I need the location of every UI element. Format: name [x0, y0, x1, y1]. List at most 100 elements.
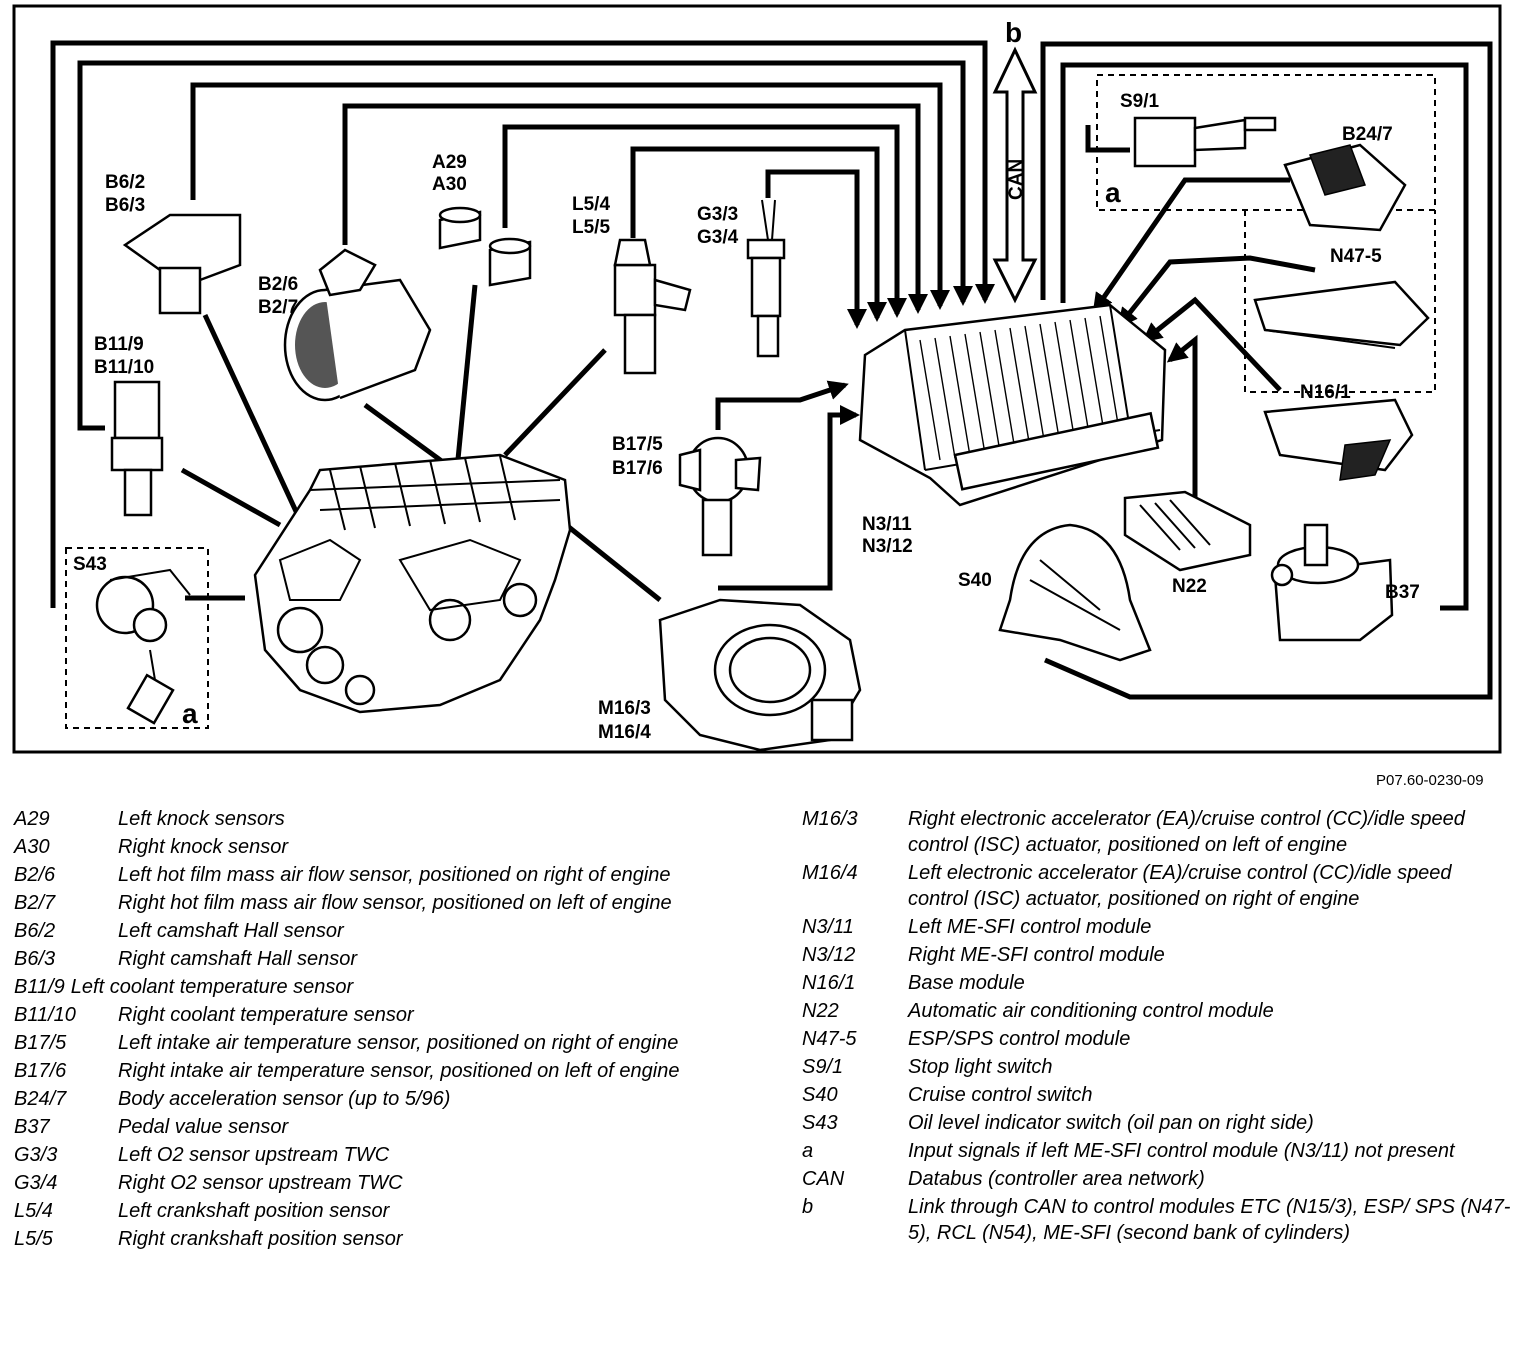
- legend-code: G3/3: [14, 1144, 58, 1166]
- label-a30: A30: [432, 174, 467, 195]
- legend-description: ESP/SPS control module: [908, 1028, 1131, 1050]
- throttle-actuator: [658, 598, 862, 752]
- diagram-frame: [12, 4, 1502, 754]
- label-n47-5: N47-5: [1330, 246, 1382, 267]
- legend-description: Right coolant temperature sensor: [118, 1004, 414, 1026]
- engine-block: [253, 453, 572, 714]
- legend-code: B2/6: [14, 864, 56, 886]
- legend-code: L5/4: [14, 1200, 53, 1222]
- oil-level-switch: [95, 568, 191, 725]
- legend-code: B6/3: [14, 948, 56, 970]
- legend-description: Oil level indicator switch (oil pan on r…: [908, 1112, 1314, 1134]
- legend-item: B2/6 Left hot film mass air flow sensor, …: [14, 862, 714, 888]
- label-b: b: [1005, 17, 1022, 48]
- legend-description: Left knock sensors: [118, 808, 285, 830]
- label-m16-4: M16/4: [598, 722, 651, 743]
- wiring-diagram: b CAN S9/1 B24/7 a N47-5 N16/1 N22 B37 N…: [12, 4, 1502, 754]
- esp-control-module: [1253, 280, 1430, 349]
- legend-description: Right hot film mass air flow sensor, pos…: [118, 892, 672, 914]
- legend-item: A29 Left knock sensors: [14, 806, 714, 832]
- legend-code: B11/10: [14, 1004, 76, 1026]
- legend-code: B37: [14, 1116, 50, 1138]
- label-g3-4: G3/4: [697, 227, 739, 248]
- legend-item: B2/7 Right hot film mass air flow sensor,…: [14, 890, 714, 916]
- cruise-control-switch: [998, 523, 1152, 662]
- legend-description: Left electronic accelerator (EA)/cruise …: [908, 862, 1452, 910]
- label-n16-1: N16/1: [1300, 382, 1351, 403]
- legend-description: Left intake air temperature sensor, posi…: [118, 1032, 679, 1054]
- legend-code: B2/7: [14, 892, 56, 914]
- legend-description: Body acceleration sensor (up to 5/96): [118, 1088, 451, 1110]
- legend-description: Right camshaft Hall sensor: [118, 948, 357, 970]
- body-acceleration-sensor: [1283, 143, 1407, 232]
- label-l5-5: L5/5: [572, 217, 610, 238]
- legend-code: A29: [14, 808, 50, 830]
- o2-sensor: [746, 199, 786, 358]
- input-a-group-bottom: [65, 547, 209, 729]
- legend-description: Right ME-SFI control module: [908, 944, 1165, 966]
- knock-sensors: [438, 206, 532, 287]
- label-l5-4: L5/4: [572, 194, 610, 215]
- label-a-bottom: a: [182, 698, 198, 729]
- legend-code: L5/5: [14, 1228, 53, 1250]
- label-b11-9: B11/9: [94, 334, 144, 355]
- legend-item: B24/7 Body acceleration sensor (up to 5/9…: [14, 1086, 714, 1112]
- legend-item: b Link through CAN to control modules ETC…: [802, 1194, 1517, 1246]
- label-n3-11: N3/11: [862, 514, 912, 535]
- legend-description: Stop light switch: [908, 1056, 1053, 1078]
- label-n22: N22: [1172, 576, 1207, 597]
- mass-air-flow-sensor: [283, 248, 432, 402]
- legend-item: B17/5 Left intake air temperature sensor,…: [14, 1030, 714, 1056]
- legend-code: b: [802, 1196, 814, 1218]
- legend-item: N3/11 Left ME-SFI control module: [802, 914, 1517, 940]
- legend-item: B11/10 Right coolant temperature sensor: [14, 1002, 714, 1028]
- legend-item: B37 Pedal value sensor: [14, 1114, 714, 1140]
- legend-code: S43: [802, 1112, 838, 1134]
- legend-code: B24/7: [14, 1088, 67, 1110]
- legend-description: Right intake air temperature sensor, pos…: [118, 1060, 680, 1082]
- legend-description: Left coolant temperature sensor: [70, 976, 354, 998]
- legend-code: N3/12: [802, 944, 856, 966]
- legend-code: G3/4: [14, 1172, 58, 1194]
- legend-code: N3/11: [802, 916, 854, 938]
- legend-item: B6/3 Right camshaft Hall sensor: [14, 946, 714, 972]
- label-b6-2: B6/2: [105, 172, 145, 193]
- label-b24-7: B24/7: [1342, 124, 1393, 145]
- legend-code: A30: [14, 836, 50, 858]
- air-conditioning-control-module: [1123, 490, 1252, 572]
- legend-description: Link through CAN to control modules ETC …: [908, 1196, 1511, 1244]
- legend-description: Left ME-SFI control module: [908, 916, 1152, 938]
- legend-code: N16/1: [802, 972, 856, 994]
- label-s43: S43: [73, 554, 107, 575]
- legend-description: Cruise control switch: [908, 1084, 1093, 1106]
- legend-description: Pedal value sensor: [118, 1116, 289, 1138]
- legend-code: M16/4: [802, 862, 858, 884]
- legend-description: Right crankshaft position sensor: [118, 1228, 403, 1250]
- legend-code: S40: [802, 1084, 838, 1106]
- crankshaft-position-sensor: [613, 238, 692, 375]
- legend-item: S43 Oil level indicator switch (oil pan o…: [802, 1110, 1517, 1136]
- label-can: CAN: [1006, 159, 1027, 200]
- can-bus-arrow: [992, 46, 1038, 304]
- legend-code: B6/2: [14, 920, 56, 942]
- signal-wires: [50, 40, 1493, 700]
- camshaft-hall-sensor: [122, 213, 242, 315]
- legend-code: N47-5: [802, 1028, 857, 1050]
- legend-description: Left hot film mass air flow sensor, posi…: [118, 864, 671, 886]
- label-m16-3: M16/3: [598, 698, 651, 719]
- legend-code: B17/5: [14, 1032, 67, 1054]
- legend-item: N3/12 Right ME-SFI control module: [802, 942, 1517, 968]
- legend-description: Databus (controller area network): [908, 1168, 1205, 1190]
- label-b2-7: B2/7: [258, 297, 298, 318]
- pedal-value-sensor: [1270, 523, 1394, 642]
- base-module: [1263, 398, 1414, 481]
- legend-code: B11/9: [14, 976, 65, 998]
